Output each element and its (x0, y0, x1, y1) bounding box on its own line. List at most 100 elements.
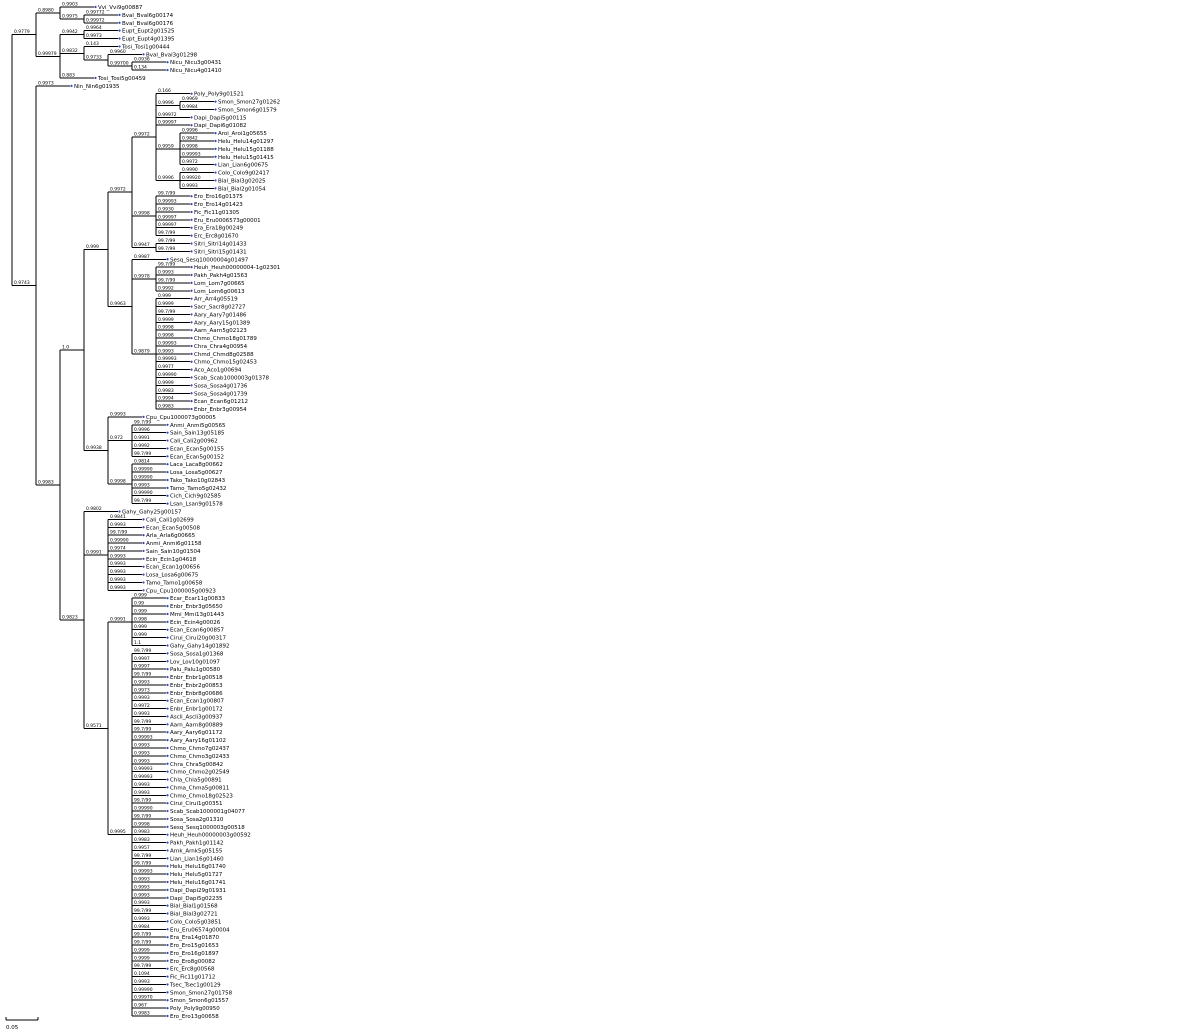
support-value: 0.9993 (134, 790, 150, 796)
tip-label: Tosi_Tosi5g00459 (97, 76, 146, 82)
scale-bar: 0.05 (5, 1017, 39, 1031)
tip-label: Poly_Poly9g01521 (194, 92, 244, 98)
support-value: 0.9972 (110, 187, 126, 193)
tip-label: Ecan_Ecan6g01212 (194, 399, 248, 405)
support-value: 0.9994 (158, 396, 174, 402)
tip-label: Lom_Lom6g00613 (194, 289, 245, 295)
support-value: 0.9993 (134, 711, 150, 717)
tip-label: Lsan_Lsan9g01578 (170, 502, 223, 508)
support-value: 99.7/99 (134, 932, 151, 938)
tip-label: Bval_Bval6g00174 (122, 13, 174, 19)
support-value: 0.9993 (134, 679, 150, 685)
tip-label: Sain_Sain13g05185 (170, 431, 225, 437)
support-value: 0.99979 (38, 51, 57, 57)
tip-label: Helu_Helu14g01297 (218, 139, 274, 145)
support-value: 0.9998 (134, 821, 150, 827)
support-value: 0.9993 (134, 979, 150, 985)
support-value: 0.9930 (158, 206, 174, 212)
tip-marker (142, 526, 145, 529)
tip-label: Arr_Arr4g05519 (194, 297, 238, 303)
tip-label: Ero_Ero16g01897 (170, 951, 219, 957)
tip-marker (166, 975, 169, 978)
support-value: 0.9993 (134, 750, 150, 756)
tip-marker (166, 802, 169, 805)
tip-marker (118, 45, 121, 48)
support-value: 99.7/99 (158, 277, 175, 283)
tree-branches (11, 6, 214, 1017)
support-value: 0.166 (158, 88, 171, 94)
tip-label: Sesq_Sesq10000004g01497 (170, 257, 249, 263)
support-value: 0.9947 (134, 242, 150, 248)
tip-label: Aary_Aary7g01486 (194, 312, 247, 318)
tip-label: Lian_Lian16g01460 (170, 856, 224, 862)
tip-label: Smon_Smon6g01557 (170, 998, 229, 1004)
tip-label: Dapi_Dapi5g00115 (194, 115, 247, 121)
tip-marker (166, 455, 169, 458)
scale-bar-label: 0.05 (6, 1025, 19, 1031)
tip-label: Anmi_Anmi5g00565 (170, 423, 226, 429)
tip-label: Eupt_Eupt4g01395 (122, 37, 175, 43)
support-value: 0.9983 (158, 388, 174, 394)
tip-label: Sain_Sain10g01504 (146, 549, 201, 555)
tip-label: Ero_Ero16g01375 (194, 194, 243, 200)
support-value: 0.99997 (158, 120, 177, 126)
tip-label: Fic_Fic11g01305 (194, 210, 240, 216)
tip-marker (166, 951, 169, 955)
support-value: 0.9996 (134, 427, 150, 433)
support-value: 0.9957 (134, 845, 150, 851)
tip-label: Cirui_Cirui1g00351 (170, 801, 223, 807)
tip-label: Palu_Palu1g00580 (170, 667, 221, 673)
tip-label: Arla_Arla6g00665 (146, 533, 196, 539)
support-value: 0.9993 (110, 585, 126, 591)
tip-marker (118, 21, 121, 24)
support-value: 0.999 (134, 608, 147, 614)
tip-marker (214, 187, 217, 190)
support-value: 99.7/99 (110, 530, 127, 536)
tip-marker (214, 163, 217, 166)
tip-marker (166, 817, 169, 821)
tip-label: Aary_Aary16g01102 (170, 738, 226, 744)
tip-marker (142, 534, 145, 537)
support-value: 0.9993 (110, 522, 126, 528)
support-value: 0.9983 (158, 404, 174, 410)
tip-label: Chmd_Chmd8g02588 (194, 352, 254, 358)
tip-marker (166, 880, 169, 884)
tip-label: Ecan_Ecan5g00152 (170, 454, 224, 460)
tip-label: Ecan_Ecan6g00857 (170, 628, 224, 634)
tip-marker (166, 904, 169, 907)
tip-label: Ecan_Ecan5g00155 (170, 446, 224, 452)
tip-marker (166, 959, 169, 962)
support-value: 0.9999 (134, 955, 150, 961)
tip-marker (166, 967, 169, 970)
tip-marker (190, 360, 193, 363)
support-value: 99.7/99 (134, 672, 151, 678)
support-value: 0.99997 (158, 214, 177, 220)
tip-marker (94, 5, 97, 9)
support-value: 0.99990 (134, 474, 153, 480)
tip-marker (166, 762, 169, 765)
tip-marker (166, 502, 169, 505)
tip-label: Gahy_Gahy25g00157 (122, 510, 182, 516)
tip-label: Heuh_Heuh00000003g00592 (170, 833, 251, 839)
support-value: 0.9960 (110, 49, 126, 55)
tip-label: Helu_Helu15g01188 (218, 147, 274, 153)
support-value: 0.9996 (158, 100, 174, 106)
tip-label: Chma_Chma5g00811 (170, 785, 229, 791)
tip-label: Sosa_Sosa4g01736 (194, 383, 248, 389)
tip-marker (166, 920, 169, 923)
support-value: 99.7/99 (134, 419, 151, 425)
support-value: 0.99993 (134, 774, 153, 780)
tip-marker (190, 336, 193, 340)
tip-label: Sosa_Sosa2g01310 (170, 817, 224, 823)
support-value: 0.99972 (86, 17, 105, 23)
tip-label: Pakh_Pakh4g01563 (194, 273, 248, 279)
support-value: 0.99 (134, 601, 144, 607)
tip-marker (190, 210, 193, 214)
support-value: 99.7/99 (158, 238, 175, 244)
support-value: 0.9993 (134, 695, 150, 701)
tip-label: Eru_Eru06574g00004 (170, 927, 230, 933)
tip-marker (166, 991, 169, 994)
tip-label: Ecin_Ecin1g04618 (146, 557, 197, 563)
